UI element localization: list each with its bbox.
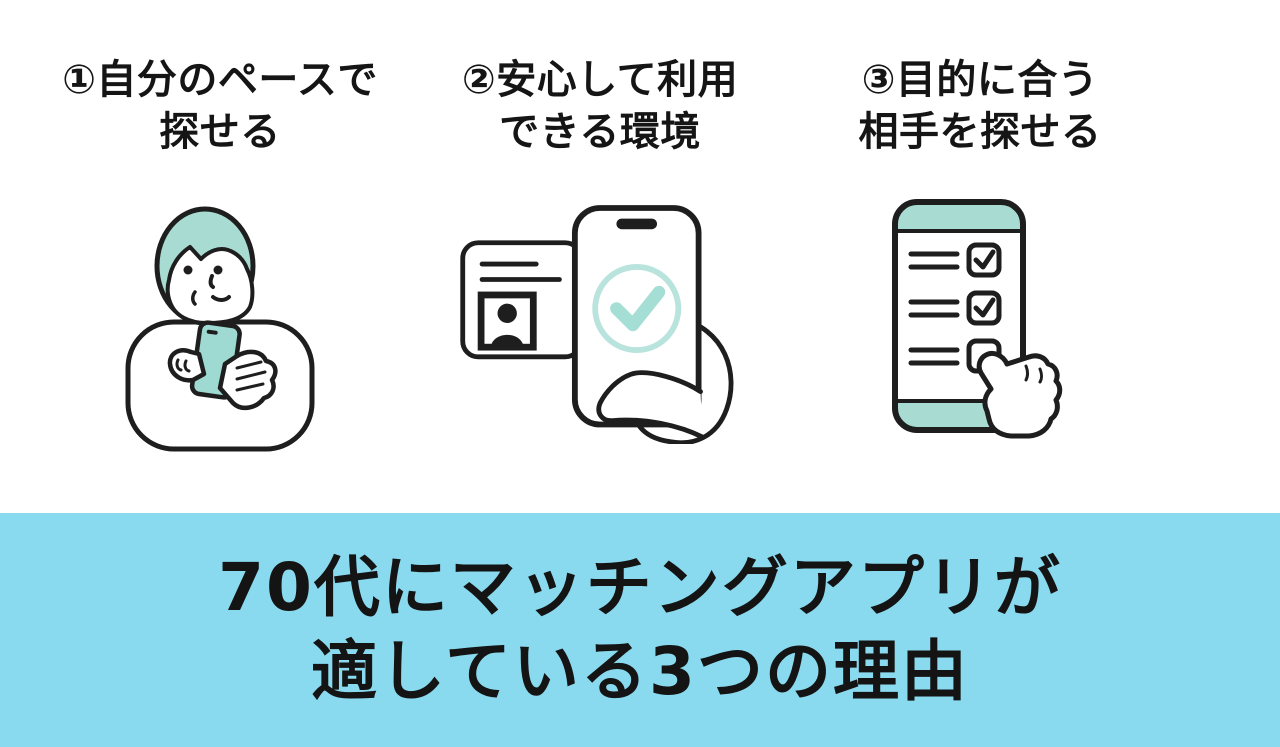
reason-3-title-line2: 相手を探せる (858, 109, 1102, 155)
banner-title-line2: 適している3つの理由 (311, 633, 969, 710)
banner-title-line1: 70代にマッチングアプリが (218, 548, 1062, 626)
id-verification-icon (460, 205, 734, 444)
reason-2-title-line2: できる環境 (499, 109, 701, 155)
reason-1-title: ①自分のペースで 探せる (62, 54, 378, 158)
reason-columns: ①自分のペースで 探せる (30, 54, 1170, 466)
reason-3-title: ③目的に合う 相手を探せる (859, 54, 1102, 158)
reason-column-1: ①自分のペースで 探せる (30, 54, 410, 466)
title-banner: 70代にマッチングアプリが 適している3つの理由 (0, 513, 1280, 747)
illustration-safe-environment (455, 180, 745, 466)
reason-1-title-line2: 探せる (159, 109, 281, 155)
reason-column-3: ③目的に合う 相手を探せる (790, 54, 1170, 466)
reasons-section: ①自分のペースで 探せる (30, 54, 1170, 466)
reason-3-title-line1: ③目的に合う (861, 57, 1099, 103)
checklist-phone-icon (892, 199, 1063, 439)
reason-2-title: ②安心して利用 できる環境 (462, 54, 738, 158)
reason-column-2: ②安心して利用 できる環境 (410, 54, 790, 466)
reason-1-title-line1: ①自分のペースで (62, 57, 378, 103)
illustration-own-pace (125, 180, 315, 466)
illustration-find-partner (885, 180, 1075, 466)
reason-2-title-line1: ②安心して利用 (461, 57, 739, 103)
person-with-phone-icon (125, 206, 315, 452)
